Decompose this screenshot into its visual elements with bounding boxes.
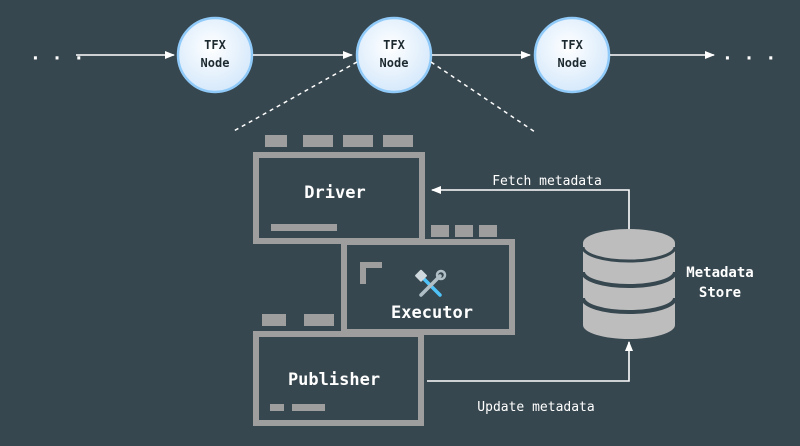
tfx-node-2: TFX Node	[355, 16, 433, 94]
driver-tab	[383, 135, 413, 147]
update-metadata-arrow	[427, 341, 633, 382]
driver-tab	[343, 135, 373, 147]
executor-box	[341, 239, 515, 335]
tfx-node-2-label-line1: TFX	[383, 38, 405, 52]
executor-corner-mark	[360, 262, 366, 284]
tfx-node-3-circle	[533, 16, 611, 94]
tfx-node-1-label-line1: TFX	[204, 38, 226, 52]
driver-box	[253, 152, 425, 244]
executor-tab	[455, 225, 473, 237]
executor-component: Executor	[341, 225, 515, 335]
database-band	[581, 246, 677, 263]
metadata-store-label-line2: Store	[699, 285, 741, 301]
tfx-node-1-label-line2: Node	[201, 56, 230, 70]
pipeline-leading-ellipsis: · · ·	[30, 48, 84, 69]
publisher-bar-short	[270, 404, 284, 411]
tfx-node-2-circle	[355, 16, 433, 94]
driver-tab	[265, 135, 287, 147]
fetch-metadata-arrow	[431, 186, 630, 229]
publisher-bar-long	[292, 404, 325, 411]
driver-label: Driver	[304, 183, 365, 203]
publisher-tab	[304, 314, 334, 326]
pipeline-trailing-ellipsis: · · ·	[722, 48, 776, 69]
database-body	[583, 243, 675, 339]
driver-component: Driver	[253, 135, 425, 244]
driver-bar	[271, 224, 337, 231]
update-metadata-label: Update metadata	[477, 400, 594, 415]
executor-corner-mark	[360, 262, 382, 268]
executor-tab	[479, 225, 497, 237]
tools-icon	[415, 269, 447, 297]
fetch-metadata-label: Fetch metadata	[492, 174, 602, 189]
publisher-component: Publisher	[253, 314, 424, 426]
executor-label: Executor	[391, 303, 473, 323]
publisher-tab	[262, 314, 286, 326]
tfx-node-1-circle	[176, 16, 254, 94]
zoom-line-left	[231, 61, 358, 133]
tfx-node-2-label-line2: Node	[380, 56, 409, 70]
database-band	[581, 297, 677, 314]
database-band	[581, 271, 677, 288]
tfx-node-3-label-line1: TFX	[561, 38, 583, 52]
zoom-line-right	[430, 61, 536, 133]
metadata-store-label-line1: Metadata	[686, 265, 753, 281]
metadata-store: Metadata Store	[581, 229, 754, 339]
publisher-label: Publisher	[288, 370, 380, 390]
driver-tab	[303, 135, 333, 147]
tfx-node-3-label-line2: Node	[558, 56, 587, 70]
executor-tab	[431, 225, 449, 237]
database-top	[583, 229, 675, 257]
component-stack: Executor Driver Publisher	[253, 135, 515, 426]
tfx-node-3: TFX Node	[533, 16, 611, 94]
tfx-node-1: TFX Node	[176, 16, 254, 94]
